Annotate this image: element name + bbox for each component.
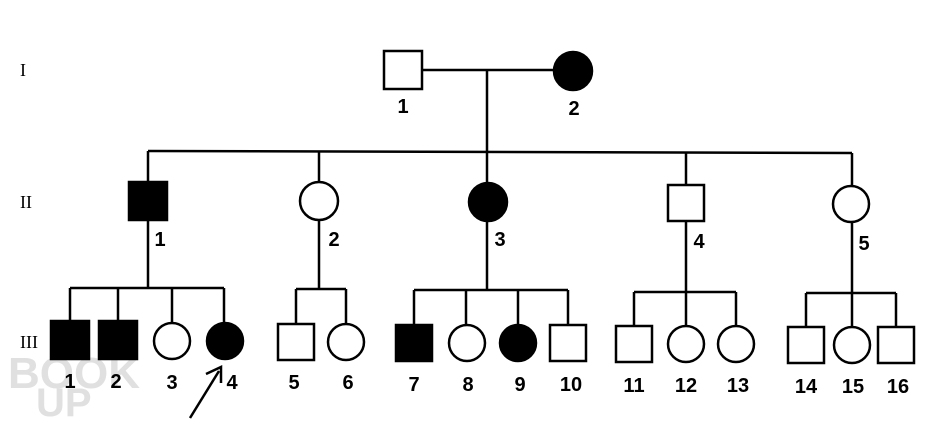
unaffected-female-symbol — [447, 323, 487, 363]
affected-male-symbol — [97, 319, 139, 361]
unaffected-male-symbol — [548, 323, 588, 363]
individual-iii-13[interactable] — [716, 324, 756, 364]
unaffected-male-symbol — [614, 324, 654, 364]
individual-ii-5[interactable] — [831, 184, 871, 224]
watermark-line-2: UP — [36, 381, 92, 425]
label-ii-1: 1 — [154, 229, 165, 251]
individual-i-1[interactable] — [382, 49, 424, 91]
label-ii-2: 2 — [328, 229, 339, 251]
individual-iii-16[interactable] — [876, 325, 916, 365]
individual-iii-4[interactable] — [205, 321, 245, 361]
unaffected-female-symbol — [832, 325, 872, 365]
label-iii-16: 16 — [887, 376, 909, 398]
unaffected-male-symbol — [786, 325, 826, 365]
label-ii-4: 4 — [693, 231, 705, 253]
label-iii-1: 1 — [64, 371, 75, 393]
sibship-line-gen-ii — [147, 149, 853, 155]
symbols — [49, 49, 916, 365]
individual-ii-3[interactable] — [467, 181, 509, 223]
affected-female-symbol — [498, 323, 538, 363]
affected-male-symbol — [394, 323, 434, 363]
individual-iii-2[interactable] — [97, 319, 139, 361]
unaffected-female-symbol — [298, 180, 340, 222]
affected-male-symbol — [127, 180, 169, 222]
unaffected-female-symbol — [152, 321, 192, 361]
label-iii-12: 12 — [675, 375, 697, 397]
affected-female-symbol — [467, 181, 509, 223]
proband-arrow-head — [205, 365, 223, 383]
pedigree-lines — [68, 68, 898, 326]
proband-arrow-shaft — [188, 370, 221, 419]
label-i-2: 2 — [568, 98, 579, 120]
unaffected-female-symbol — [831, 184, 871, 224]
label-iii-11: 11 — [623, 375, 644, 397]
individual-iii-9[interactable] — [498, 323, 538, 363]
label-iii-6: 6 — [342, 372, 353, 394]
label-iii-10: 10 — [560, 374, 582, 396]
affected-female-symbol — [552, 50, 594, 92]
generation-label-iii: III — [20, 332, 38, 352]
unaffected-female-symbol — [666, 324, 706, 364]
affected-female-symbol — [205, 321, 245, 361]
individual-iii-15[interactable] — [832, 325, 872, 365]
unaffected-male-symbol — [276, 322, 316, 362]
label-iii-15: 15 — [842, 376, 864, 398]
label-iii-5: 5 — [288, 372, 299, 394]
label-ii-3: 3 — [494, 229, 505, 251]
label-iii-13: 13 — [727, 375, 749, 397]
individual-iii-14[interactable] — [786, 325, 826, 365]
individual-i-2[interactable] — [552, 50, 594, 92]
label-iii-9: 9 — [514, 374, 525, 396]
individual-ii-4[interactable] — [666, 183, 706, 223]
label-iii-2: 2 — [110, 371, 121, 393]
label-iii-7: 7 — [408, 374, 419, 396]
individual-iii-3[interactable] — [152, 321, 192, 361]
individual-iii-8[interactable] — [447, 323, 487, 363]
unaffected-female-symbol — [716, 324, 756, 364]
label-iii-4: 4 — [226, 372, 238, 394]
individual-ii-2[interactable] — [298, 180, 340, 222]
unaffected-female-symbol — [326, 322, 366, 362]
individual-iii-12[interactable] — [666, 324, 706, 364]
individual-iii-7[interactable] — [394, 323, 434, 363]
proband-arrow-icon — [188, 365, 223, 419]
label-i-1: 1 — [397, 96, 408, 118]
individual-iii-10[interactable] — [548, 323, 588, 363]
individual-iii-5[interactable] — [276, 322, 316, 362]
individual-ii-1[interactable] — [127, 180, 169, 222]
label-iii-8: 8 — [462, 374, 473, 396]
unaffected-male-symbol — [876, 325, 916, 365]
individual-iii-6[interactable] — [326, 322, 366, 362]
generation-label-i: I — [20, 60, 26, 80]
label-ii-5: 5 — [858, 233, 869, 255]
label-iii-14: 14 — [795, 376, 818, 398]
generation-label-ii: II — [20, 192, 32, 212]
unaffected-male-symbol — [666, 183, 706, 223]
individual-labels: 1 2 1 2 3 4 5 1 2 3 4 5 6 7 8 9 10 11 12… — [64, 96, 909, 398]
unaffected-male-symbol — [382, 49, 424, 91]
affected-male-symbol — [49, 319, 91, 361]
individual-iii-1[interactable] — [49, 319, 91, 361]
individual-iii-11[interactable] — [614, 324, 654, 364]
label-iii-3: 3 — [166, 372, 177, 394]
